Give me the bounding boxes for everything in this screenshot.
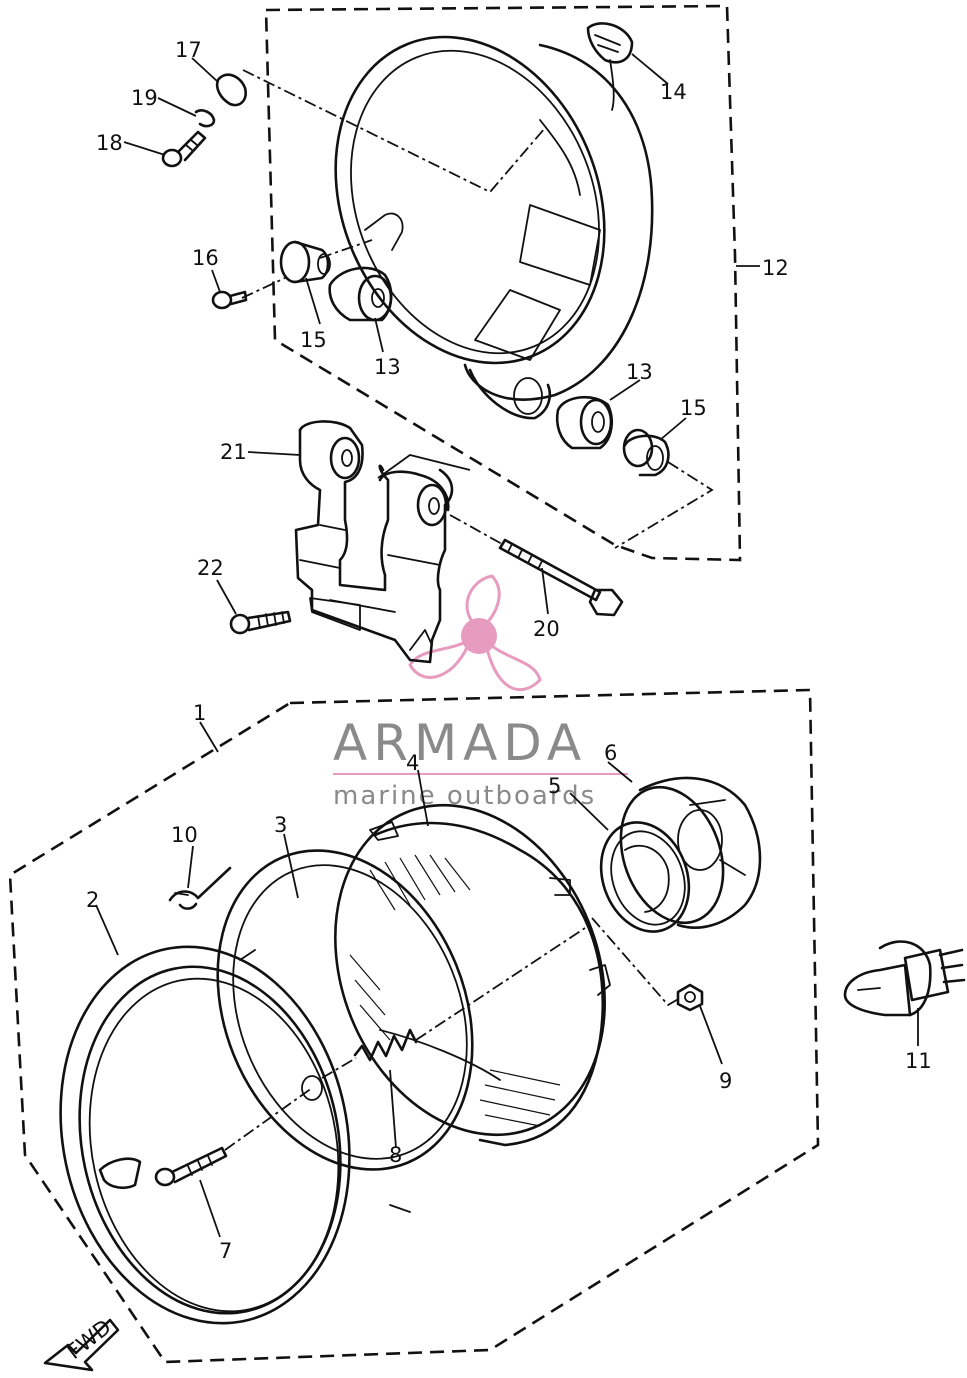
part-number-labels: 1 2 3 4 5 6 7 8 9 10 11 12 13 13 14 15 1… (86, 38, 932, 1263)
headlight-housing (334, 35, 654, 420)
part-number-4: 4 (406, 751, 419, 775)
part-number-8: 8 (389, 1143, 402, 1167)
part-number-9: 9 (719, 1069, 732, 1093)
part-number-1: 1 (193, 701, 206, 725)
part-8-spring (321, 927, 586, 1079)
part-17-washer (215, 73, 247, 107)
part-13-grommet-left (328, 266, 393, 322)
part-21-stay (294, 420, 454, 664)
part-13-grommet-right (555, 395, 614, 450)
headlight-stay-assembly (229, 420, 624, 664)
headlight-unit-assembly (8, 688, 820, 1364)
part-number-11: 11 (905, 1049, 932, 1073)
part-number-3: 3 (274, 813, 287, 837)
part-number-6: 6 (604, 741, 617, 765)
part-18-bolt (161, 130, 207, 168)
part-number-12: 12 (762, 256, 789, 280)
part-15-collar-left (279, 240, 331, 284)
part-22-bolt (229, 610, 292, 635)
part-number-2: 2 (86, 888, 99, 912)
assembly-12-boundary (264, 4, 742, 562)
part-14-retainer (586, 22, 634, 64)
part-15-collar-right (622, 428, 670, 477)
part-7-screw (154, 1087, 313, 1187)
part-number-17: 17 (175, 38, 202, 62)
part-number-20: 20 (533, 617, 560, 641)
part-3-ring (216, 849, 474, 1213)
part-number-14: 14 (660, 80, 687, 104)
propeller-icon (408, 574, 542, 691)
assembly-1-boundary (8, 688, 820, 1364)
part-number-15-left: 15 (300, 328, 327, 352)
part-number-15-right: 15 (680, 396, 707, 420)
part-10-clip (168, 866, 232, 910)
part-number-16: 16 (192, 246, 219, 270)
part-number-5: 5 (548, 774, 561, 798)
part-number-19: 19 (131, 86, 158, 110)
part-number-22: 22 (197, 556, 224, 580)
fwd-arrow-icon: FWD (43, 1315, 120, 1372)
part-16-screw (211, 290, 248, 310)
part-5-socket (599, 821, 691, 933)
part-4-lens-unit (334, 803, 611, 1147)
part-20-bolt (449, 514, 624, 617)
leader-lines (95, 53, 919, 1238)
part-9-nut (591, 917, 704, 1012)
part-number-7: 7 (219, 1239, 232, 1263)
part-2-rim (59, 945, 351, 1325)
headlight-body-assembly (161, 4, 742, 562)
part-number-13-left: 13 (374, 355, 401, 379)
part-number-18: 18 (96, 131, 123, 155)
part-number-13-right: 13 (626, 360, 653, 384)
part-number-10: 10 (171, 823, 198, 847)
part-6-cover (619, 776, 762, 929)
part-11-bulb (843, 940, 966, 1017)
part-19-lock-washer (194, 109, 216, 128)
armada-logo: ARMADA marine outboards (333, 574, 628, 811)
part-number-21: 21 (220, 440, 247, 464)
watermark-title: ARMADA (333, 714, 587, 772)
